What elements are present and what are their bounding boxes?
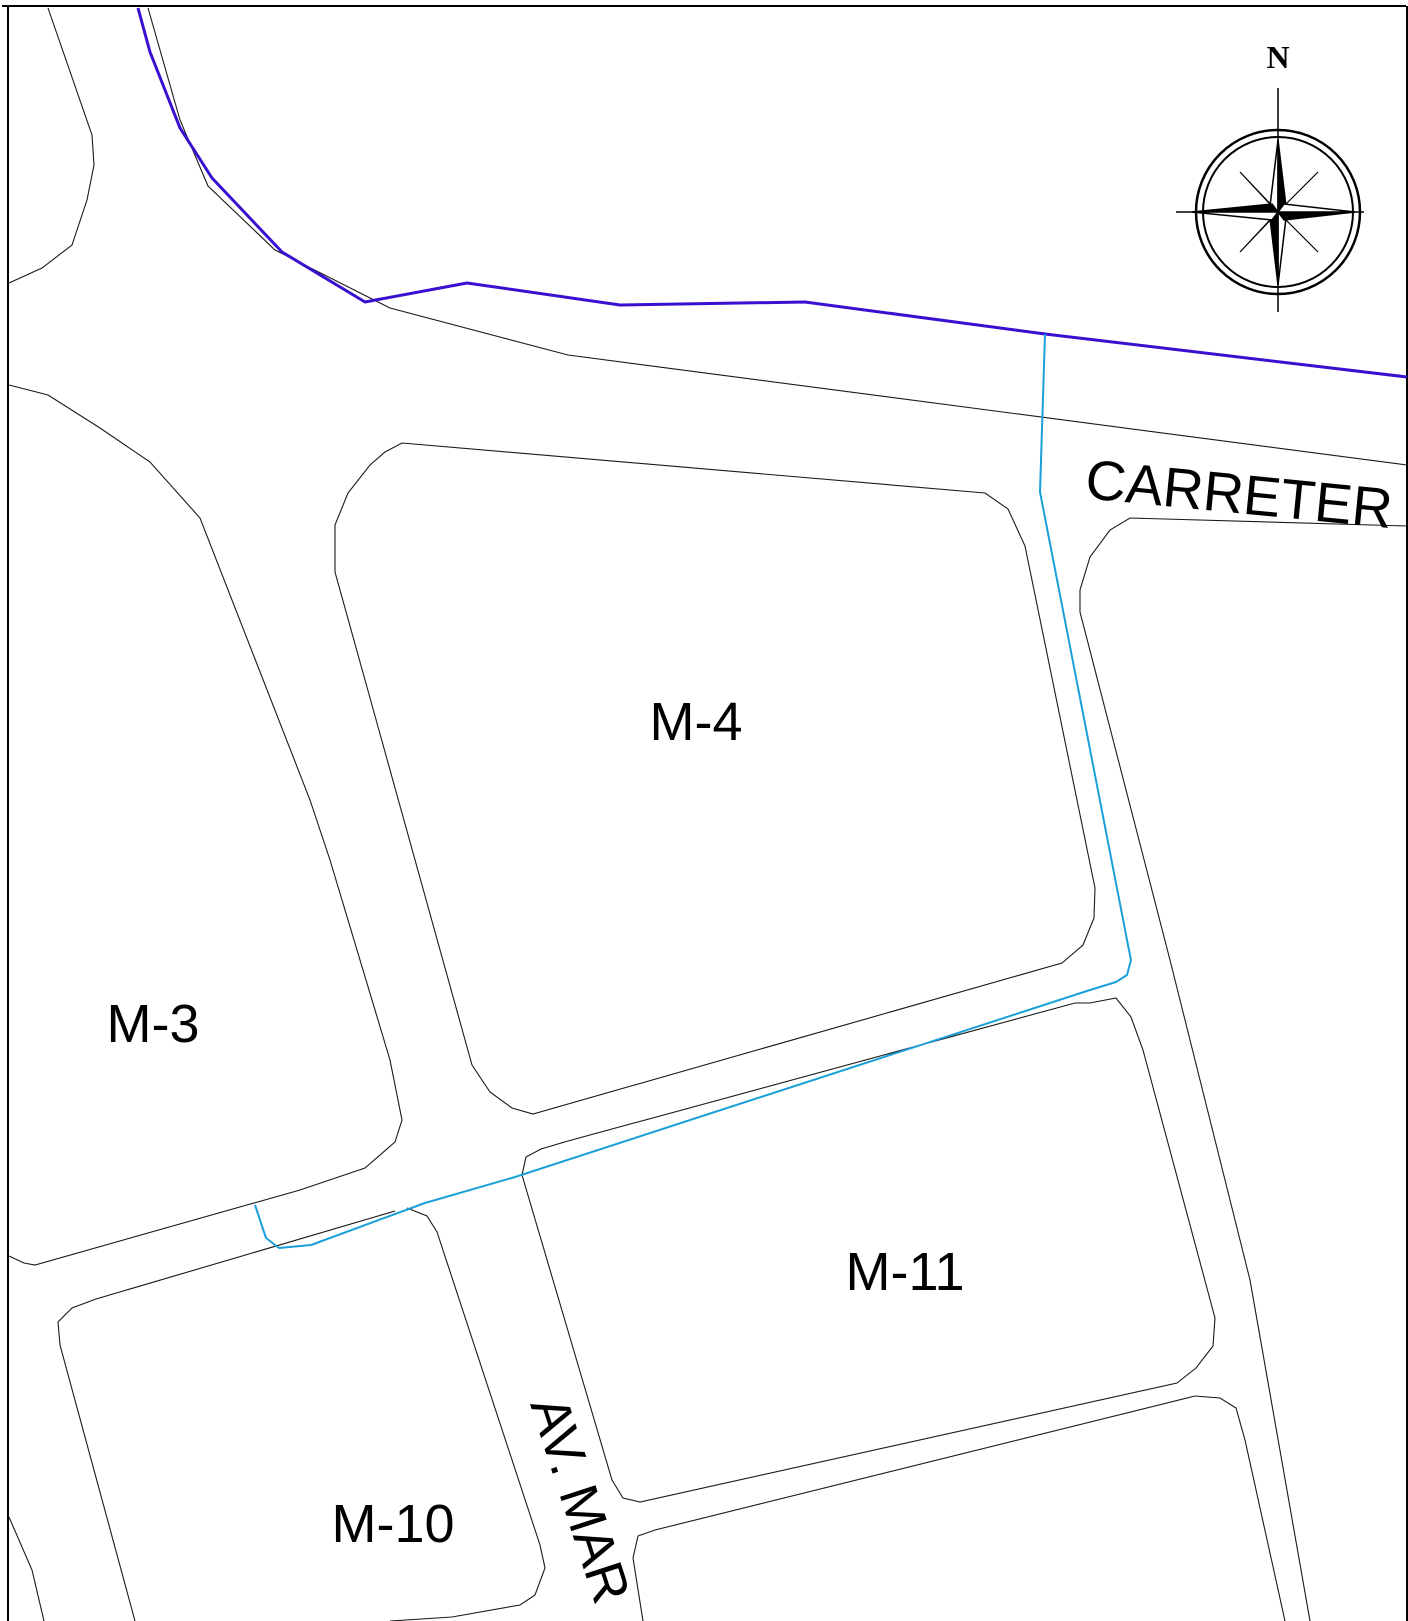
block-label-m10: M-10 — [331, 1494, 454, 1554]
block-m10-outline — [57, 1207, 546, 1621]
block-label-m3: M-3 — [107, 994, 200, 1054]
street-label-carretera: CARRETER — [1083, 447, 1396, 540]
block-southwest-edge — [8, 1516, 45, 1621]
compass-rose-icon — [1176, 88, 1364, 312]
block-m4-outline — [334, 442, 1096, 1115]
main-route-line — [136, 7, 1408, 379]
road-edge-carretera-north — [147, 7, 1408, 466]
street-label-avenida: AV. MAR — [519, 1389, 642, 1610]
north-label: N — [1266, 39, 1289, 75]
block-northwest-outline — [8, 7, 95, 284]
block-m3-outline — [8, 384, 403, 1266]
block-east-outline — [1079, 517, 1408, 1621]
block-m11-outline — [521, 997, 1216, 1503]
block-label-m11: M-11 — [845, 1242, 964, 1302]
block-southeast-outline — [632, 1395, 1286, 1621]
branch-route-line — [254, 333, 1132, 1249]
block-label-m4: M-4 — [650, 692, 743, 752]
